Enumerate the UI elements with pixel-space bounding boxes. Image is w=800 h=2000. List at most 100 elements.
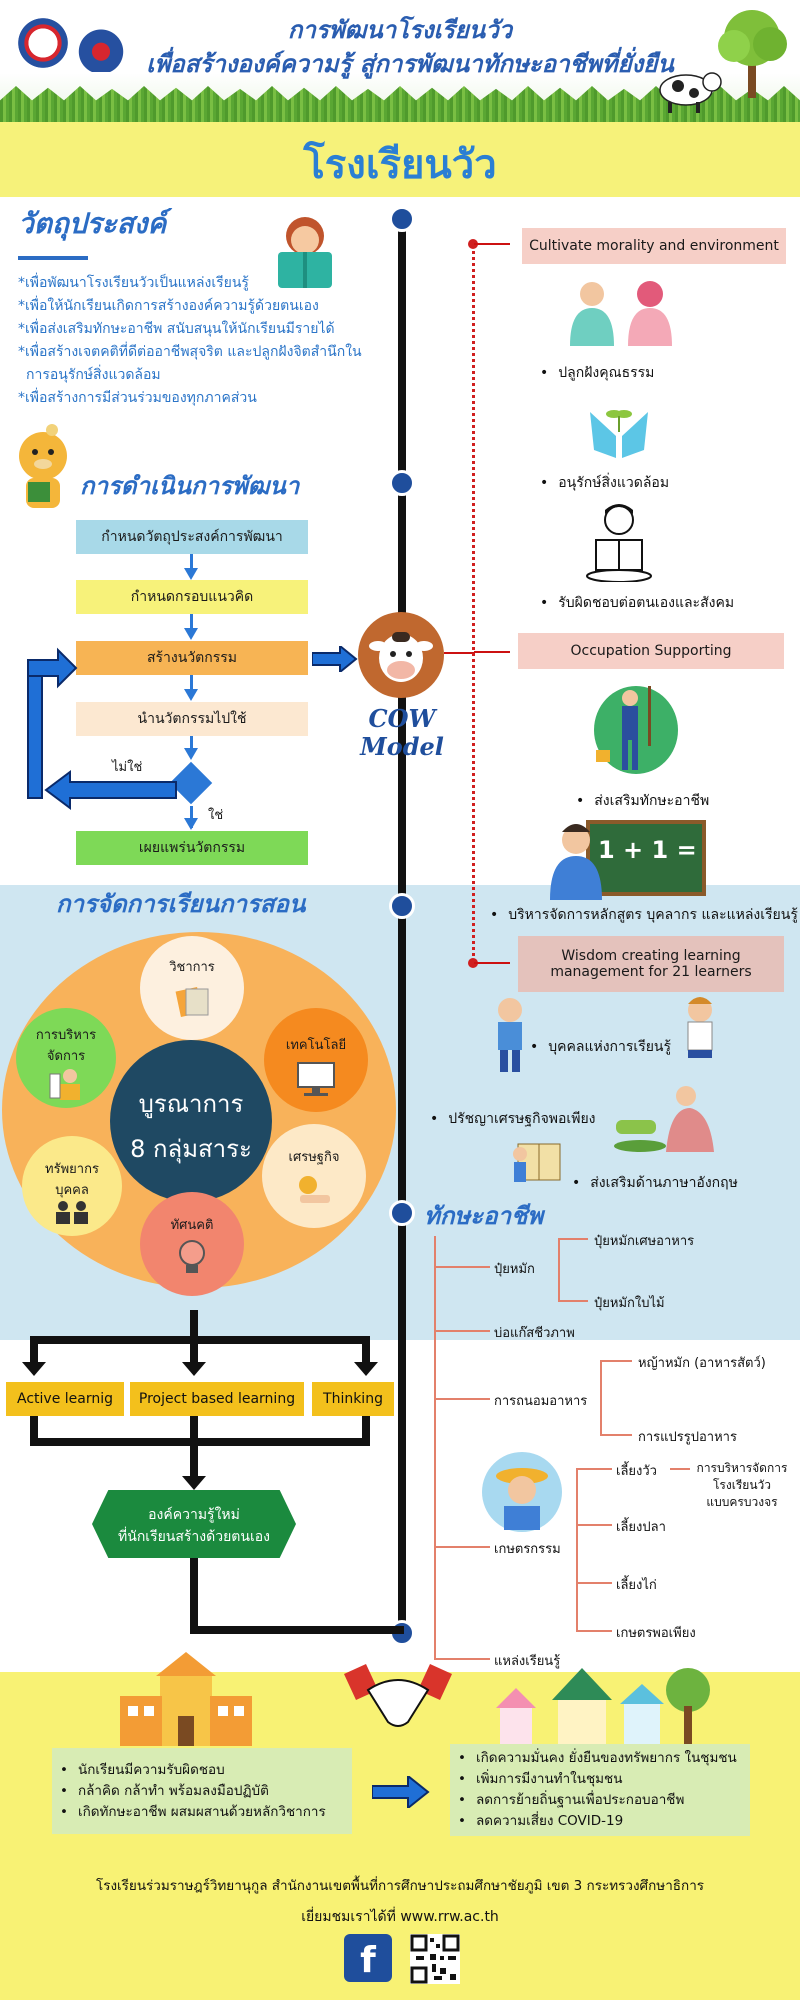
flow-line	[190, 554, 193, 570]
connector-line	[444, 652, 474, 654]
bullet-english: ส่งเสริมด้านภาษาอังกฤษ	[572, 1172, 738, 1194]
cow-mascot-icon	[12, 422, 74, 514]
objectives-list: *เพื่อพัฒนาโรงเรียนวัวเป็นแหล่งเรียนรู้ …	[18, 272, 398, 410]
arrow-to-cow	[312, 646, 358, 672]
label-attitude: ทัศนคติ	[170, 1218, 214, 1233]
label-tech: เทคโนโลยี	[285, 1038, 347, 1053]
red-connector	[474, 651, 510, 653]
method-project: Project based learning	[130, 1382, 304, 1416]
red-dotted-line	[472, 244, 475, 964]
tree-icon	[712, 8, 792, 98]
red-connector	[474, 962, 510, 964]
center-line-1: บูรณาการ	[138, 1090, 244, 1118]
book-icon	[508, 1138, 568, 1188]
teacher-board-icon	[548, 818, 708, 900]
skill-cow: เลี้ยงวัว	[616, 1464, 657, 1479]
connector-line	[190, 1626, 404, 1634]
flow-arrow	[184, 568, 198, 580]
reading-boy-icon	[582, 500, 656, 583]
cow-icon	[652, 66, 724, 114]
handshake-icon	[338, 1660, 458, 1740]
cow-model-label-2: Model	[360, 732, 444, 761]
school-building-icon	[116, 1650, 256, 1746]
yes-label: ใช่	[208, 808, 224, 823]
hands-plant-icon	[584, 392, 654, 460]
tree-branch	[558, 1300, 588, 1302]
farmer-icon	[584, 680, 688, 780]
connector-line	[362, 1416, 370, 1444]
box-wisdom-line-2: management for 21 learners	[550, 964, 752, 980]
satellite-admin: การบริหาร จัดการ	[16, 1008, 116, 1108]
connector-line	[30, 1416, 38, 1444]
new-knowledge-line-2: ที่นักเรียนสร้างด้วยตนเอง	[118, 1529, 270, 1545]
cow-model-label-1: COW	[368, 704, 436, 733]
skills-heading: ทักษะอาชีพ	[424, 1201, 544, 1230]
skill-sufficiency: เกษตรพอเพียง	[616, 1626, 696, 1641]
tree-trunk	[434, 1236, 436, 1660]
skill-silage: หญ้าหมัก (อาหารสัตว์)	[638, 1356, 766, 1371]
tree-branch	[434, 1658, 490, 1660]
method-thinking: Thinking	[312, 1382, 394, 1416]
process-step-4: นำนวัตกรรมไปใช้	[76, 702, 308, 736]
tree-branch	[600, 1360, 602, 1436]
tree-branch	[558, 1238, 560, 1302]
no-label: ไม่ใช่	[112, 760, 143, 775]
skill-biogas: บ่อแก๊สชีวภาพ	[494, 1326, 575, 1341]
new-knowledge-box: องค์ความรู้ใหม่ ที่นักเรียนสร้างด้วยตนเอ…	[92, 1490, 296, 1558]
school-logo-right	[70, 14, 132, 72]
student-outcome: กล้าคิด กล้าทำ พร้อมลงมือปฏิบัติ	[60, 1781, 352, 1802]
feedback-loop-arrow	[27, 647, 177, 810]
skill-source: แหล่งเรียนรู้	[494, 1654, 561, 1669]
tree-branch	[576, 1582, 612, 1584]
footer-website[interactable]: เยี่ยมชมเราได้ที่ www.rrw.ac.th	[301, 1909, 499, 1925]
skill-processing: การแปรรูปอาหาร	[638, 1430, 737, 1445]
center-line-2: 8 กลุ่มสาระ	[130, 1135, 252, 1163]
skill-cow-note-3: แบบครบวงจร	[706, 1495, 778, 1509]
kids-icon	[480, 994, 726, 1074]
method-active: Active learnig	[6, 1382, 124, 1416]
label-hr-1: ทรัพยากร	[45, 1162, 99, 1177]
objective-item: *เพื่อพัฒนาโรงเรียนวัวเป็นแหล่งเรียนรู้	[18, 275, 249, 291]
header-title-2: เพื่อสร้างองค์ความรู้ สู่การพัฒนาทักษะอา…	[146, 49, 674, 78]
tree-branch	[434, 1266, 490, 1268]
objective-item: *เพื่อส่งเสริมทักษะอาชีพ สนับสนุนให้นักเ…	[18, 321, 335, 337]
footer-school-name: โรงเรียนร่วมราษฎร์วิทยานุกูล สำนักงานเขต…	[95, 1878, 705, 1894]
tree-branch	[558, 1238, 588, 1240]
skill-fish: เลี้ยงปลา	[616, 1520, 666, 1535]
coins-icon	[299, 1176, 330, 1203]
connector-line	[190, 1416, 198, 1484]
label-admin-1: การบริหาร	[35, 1028, 97, 1043]
qr-code-icon[interactable]	[410, 1934, 460, 1984]
header-title-1: การพัฒนาโรงเรียนวัว	[287, 15, 513, 44]
red-dot	[468, 239, 478, 249]
facebook-icon[interactable]: f	[344, 1934, 392, 1982]
reading-girl-icon	[270, 212, 340, 292]
connector-line	[190, 1310, 198, 1366]
satellite-academic: วิชาการ	[140, 936, 244, 1040]
tree-branch	[434, 1398, 490, 1400]
arrow-down-icon	[22, 1362, 46, 1376]
process-heading: การดำเนินการพัฒนา	[80, 471, 300, 500]
process-step-1: กำหนดวัตถุประสงค์การพัฒนา	[76, 520, 308, 554]
satellite-tech: เทคโนโลยี	[264, 1008, 368, 1112]
gardener-icon	[610, 1082, 724, 1154]
flow-line	[190, 614, 193, 630]
connector-line	[362, 1336, 370, 1366]
flow-arrow	[184, 628, 198, 640]
flow-arrow	[184, 818, 198, 830]
new-knowledge-line-1: องค์ความรู้ใหม่	[148, 1507, 240, 1523]
farmer-avatar-icon	[480, 1450, 564, 1534]
people-icon	[56, 1201, 88, 1224]
skill-food: การถนอมอาหาร	[494, 1394, 588, 1409]
label-academic: วิชาการ	[169, 960, 215, 975]
arrow-right-icon	[372, 1776, 430, 1808]
heading-underline	[18, 256, 88, 260]
school-logo-left	[14, 14, 72, 72]
satellite-attitude: ทัศนคติ	[140, 1192, 244, 1296]
bullet-sufficiency: ปรัชญาเศรษฐกิจพอเพียง	[430, 1108, 595, 1130]
flow-line	[190, 675, 193, 691]
skill-chicken: เลี้ยงไก่	[616, 1578, 657, 1593]
board-text: 1 + 1 =	[598, 836, 697, 864]
community-outcome: เพิ่มการมีงานทำในชุมชน	[458, 1769, 750, 1790]
timeline-dot	[389, 470, 415, 496]
